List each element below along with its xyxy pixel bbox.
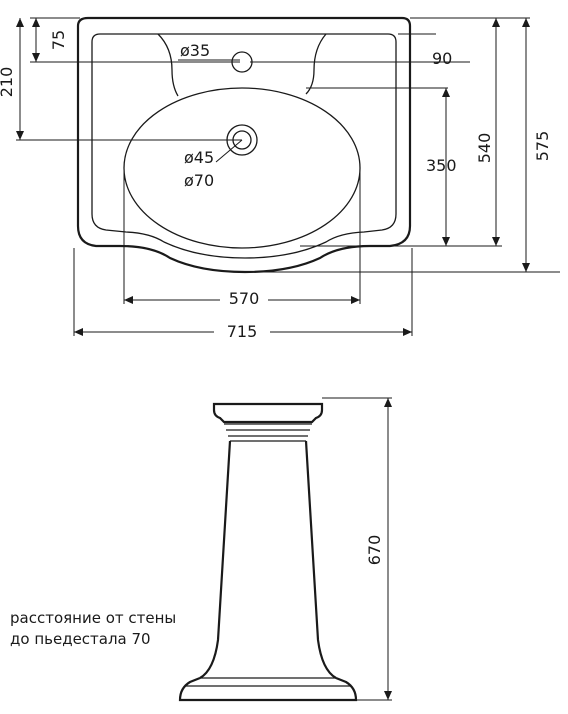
pedestal-base bbox=[178, 676, 358, 702]
dim-bowl-depth-label: 350 bbox=[426, 156, 457, 175]
tap-hole-label: ø35 bbox=[180, 41, 210, 60]
pedestal-top-cap bbox=[212, 402, 324, 424]
tap-deck-right-curve bbox=[305, 33, 327, 95]
pedestal-dimensions: 670 bbox=[322, 397, 392, 701]
dim-back-offset-label: 75 bbox=[49, 30, 68, 50]
pedestal-note-line2: до пьедестала 70 bbox=[10, 630, 151, 648]
dim-drain-offset-label: 210 bbox=[0, 67, 16, 98]
tap-deck-left-curve bbox=[157, 33, 179, 97]
pedestal-column bbox=[199, 440, 337, 679]
dim-pedestal-height-label: 670 bbox=[365, 535, 384, 566]
drain-inner-label: ø45 bbox=[184, 148, 214, 167]
dim-tap-to-wall-label: 90 bbox=[432, 49, 452, 68]
pedestal-note-line1: расстояние от стены bbox=[10, 609, 177, 627]
pedestal-side-view bbox=[178, 402, 358, 702]
dim-total-depth-label: 575 bbox=[533, 131, 552, 162]
drain-outer-label: ø70 bbox=[184, 171, 214, 190]
bowl-outline bbox=[123, 87, 361, 249]
dim-depth-bowl-front-label: 540 bbox=[475, 133, 494, 164]
basin-inner-rim bbox=[91, 33, 397, 259]
basin-dimensions: 75 210 ø35 ø45 ø70 90 350 540 575 bbox=[0, 17, 560, 341]
pedestal-note: расстояние от стены до пьедестала 70 bbox=[10, 608, 176, 650]
dim-bowl-width-label: 570 bbox=[229, 289, 260, 308]
dim-overall-width-label: 715 bbox=[227, 322, 258, 341]
